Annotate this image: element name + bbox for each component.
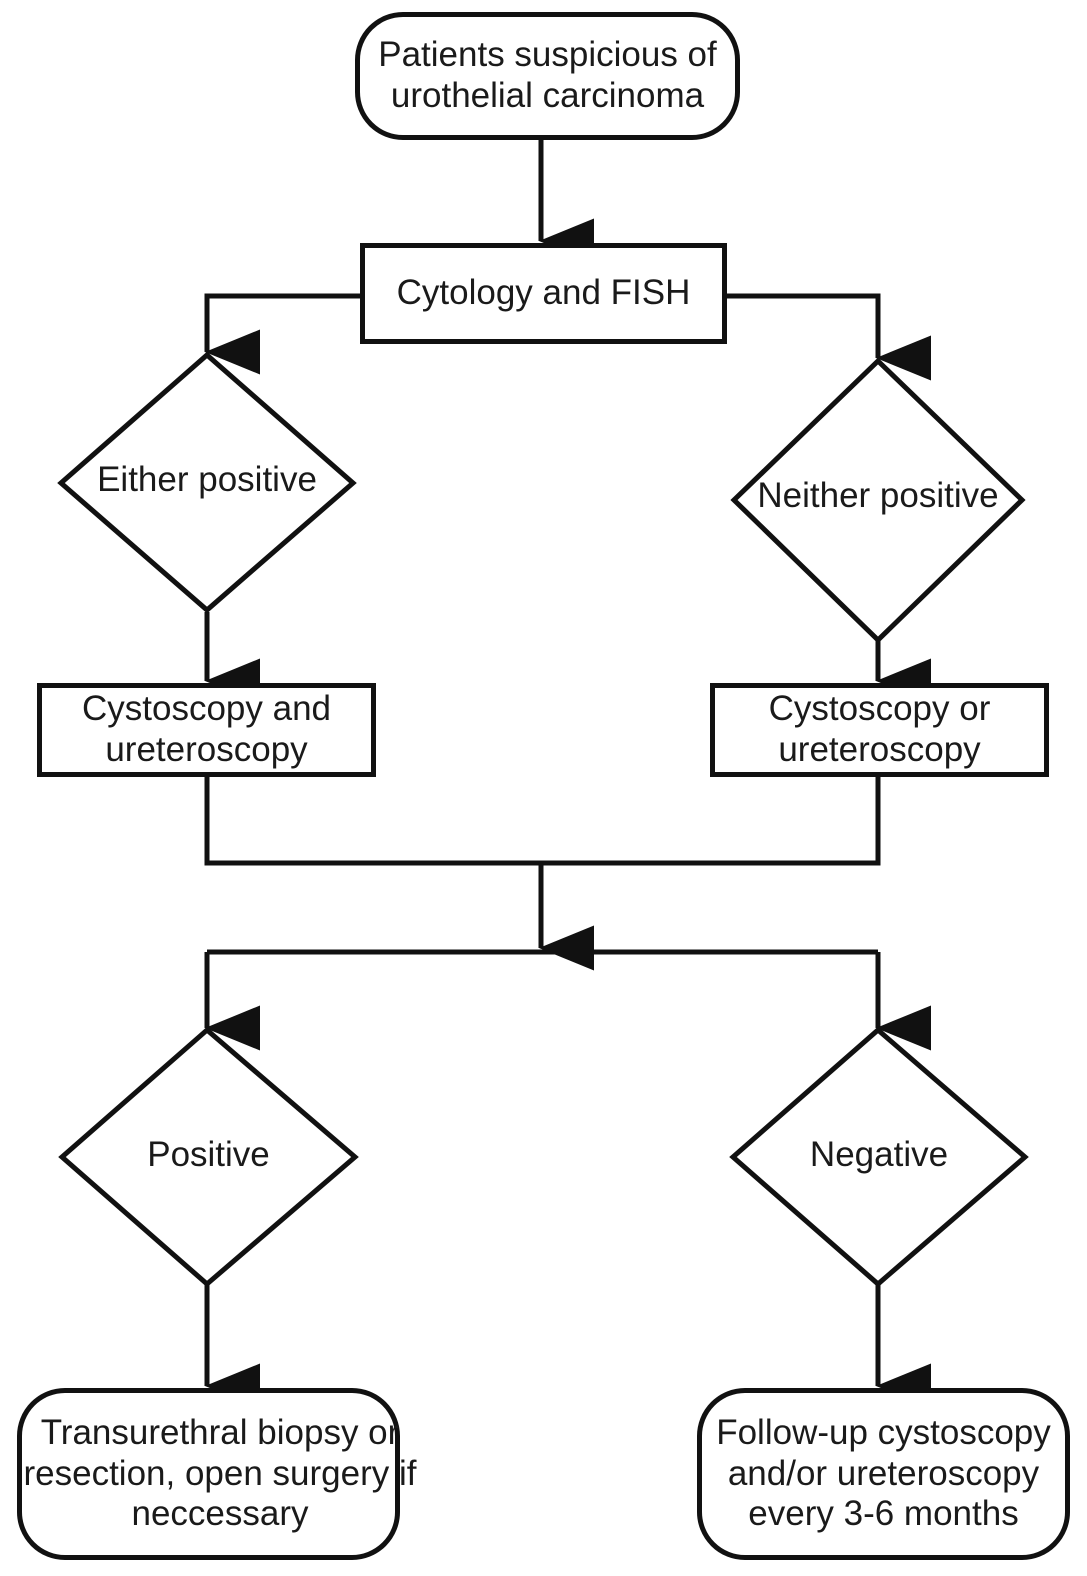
node-start-label: Patients suspicious of urothelial carcin… bbox=[378, 35, 717, 115]
edge-test-to-neither-positive bbox=[725, 293, 932, 381]
node-cystoscopy-and-ureteroscopy[interactable]: Cystoscopy and ureteroscopy bbox=[37, 683, 376, 777]
node-cystoscopy-or-ureteroscopy-label: Cystoscopy or ureteroscopy bbox=[768, 689, 991, 769]
node-neither-positive[interactable]: Neither positive bbox=[734, 361, 1022, 640]
node-cystoscopy-or-ureteroscopy[interactable]: Cystoscopy or ureteroscopy bbox=[710, 683, 1049, 777]
node-negative[interactable]: Negative bbox=[733, 1030, 1025, 1284]
node-either-positive[interactable]: Either positive bbox=[61, 355, 353, 610]
node-neither-positive-label: Neither positive bbox=[757, 476, 999, 515]
node-treatment-label: Transurethral biopsy or resection, open … bbox=[23, 1413, 417, 1534]
node-start[interactable]: Patients suspicious of urothelial carcin… bbox=[355, 12, 740, 140]
node-cytology-and-fish-label: Cytology and FISH bbox=[396, 273, 691, 313]
node-cystoscopy-and-ureteroscopy-label: Cystoscopy and ureteroscopy bbox=[81, 689, 332, 769]
edge-test-to-either-positive bbox=[204, 293, 362, 375]
node-negative-label: Negative bbox=[809, 1135, 949, 1174]
node-followup[interactable]: Follow-up cystoscopy and/or ureteroscopy… bbox=[697, 1388, 1070, 1560]
node-either-positive-label: Either positive bbox=[97, 460, 317, 499]
node-cytology-and-fish[interactable]: Cytology and FISH bbox=[360, 243, 727, 344]
node-treatment[interactable]: Transurethral biopsy or resection, open … bbox=[17, 1388, 416, 1560]
node-followup-label: Follow-up cystoscopy and/or ureteroscopy… bbox=[716, 1413, 1051, 1534]
node-positive[interactable]: Positive bbox=[62, 1030, 355, 1284]
node-positive-label: Positive bbox=[147, 1135, 270, 1174]
edge-merge-join bbox=[204, 777, 881, 866]
